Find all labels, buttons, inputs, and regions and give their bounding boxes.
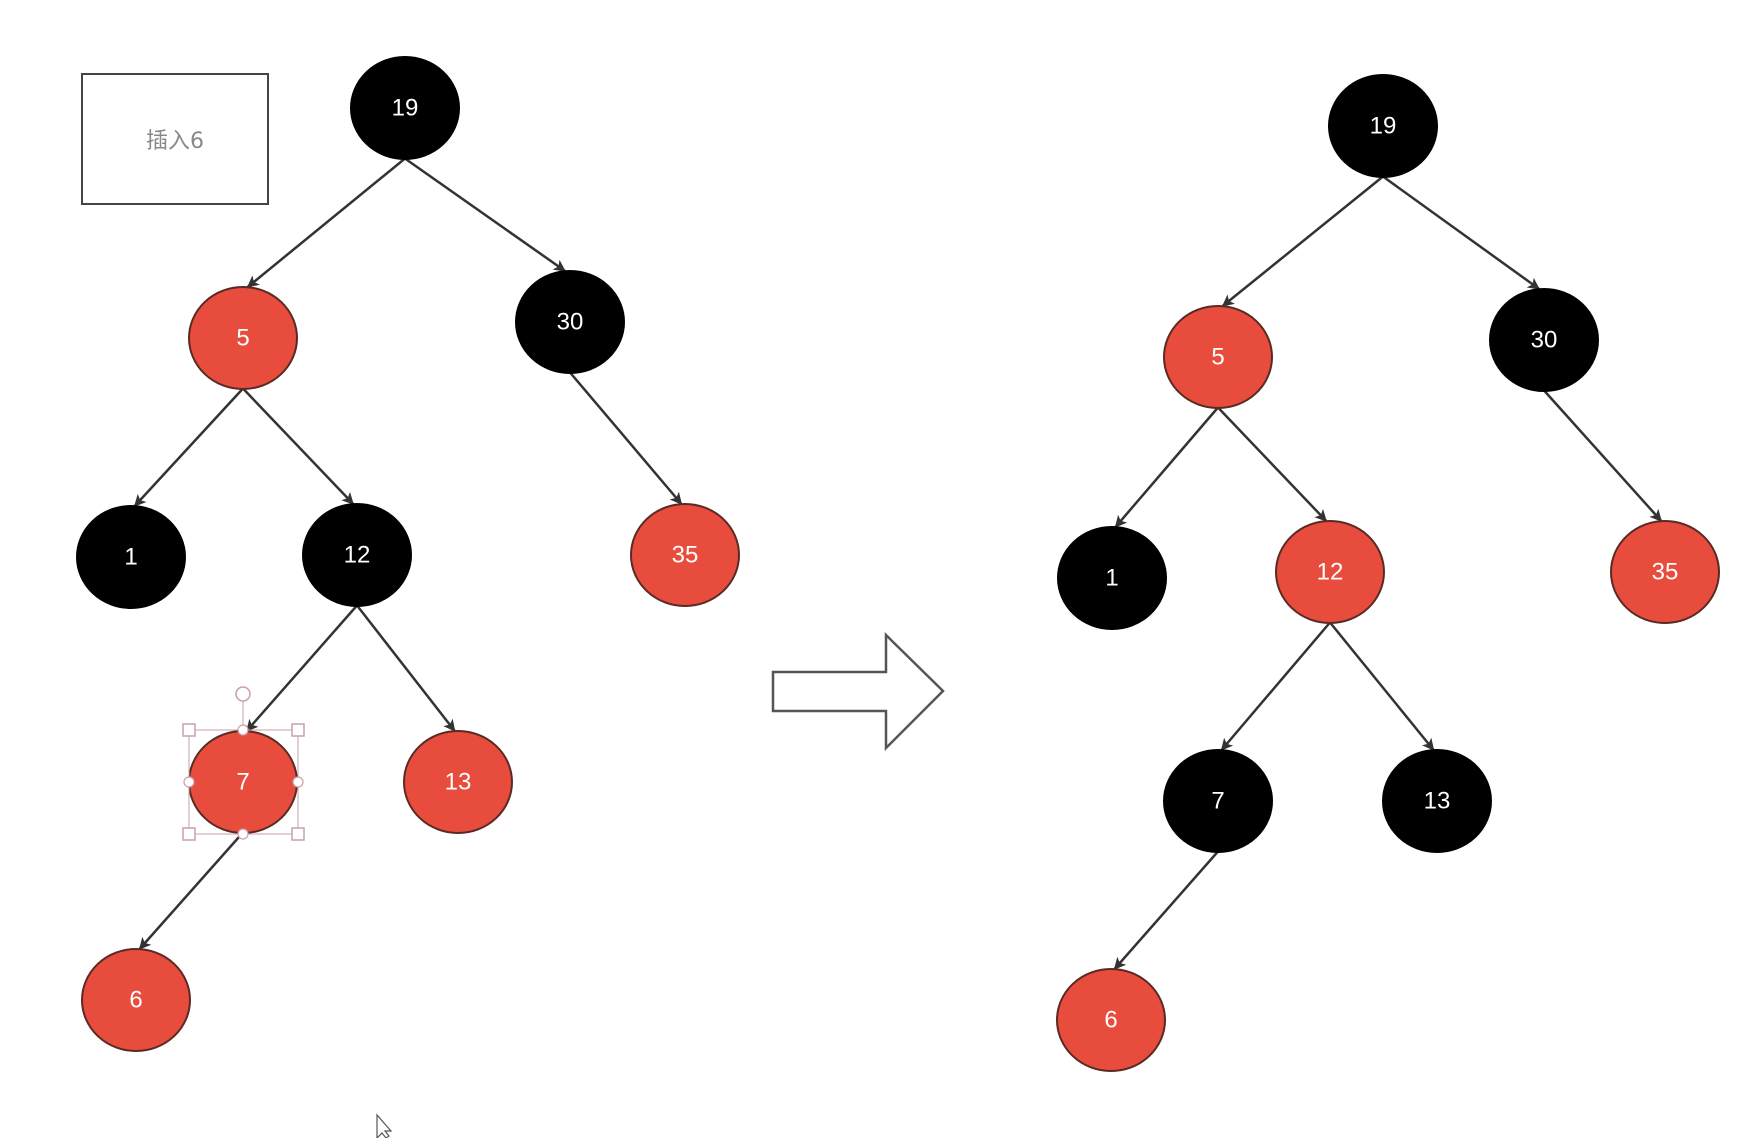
node-value: 5 bbox=[236, 325, 249, 352]
after_tree-node-30[interactable]: 30 bbox=[1489, 288, 1599, 392]
after_tree-node-12[interactable]: 12 bbox=[1275, 520, 1385, 624]
node-circle-red bbox=[1163, 305, 1273, 409]
before_tree-node-1[interactable]: 1 bbox=[76, 505, 186, 609]
node-circle-black bbox=[1382, 749, 1492, 853]
connection-point-top[interactable] bbox=[237, 724, 249, 736]
after_tree-node-7[interactable]: 7 bbox=[1163, 749, 1273, 853]
node-value: 7 bbox=[1211, 788, 1224, 815]
after_tree-edge-a30-a35[interactable] bbox=[1543, 390, 1663, 522]
before_tree-edge-b12-b13[interactable] bbox=[356, 605, 456, 732]
before_tree-edge-b19-b30[interactable] bbox=[404, 157, 566, 273]
node-value: 6 bbox=[1104, 1007, 1117, 1034]
insert-label-text: 插入6 bbox=[146, 129, 204, 154]
node-value: 1 bbox=[1105, 565, 1118, 592]
node-value: 35 bbox=[672, 542, 699, 569]
before_tree-node-7[interactable]: 7 bbox=[188, 730, 298, 834]
resize-handle-bottom-right[interactable] bbox=[291, 827, 305, 841]
node-circle-red bbox=[81, 948, 191, 1052]
after_tree-edge-a7-a6[interactable] bbox=[1113, 851, 1219, 970]
edges-layer bbox=[133, 157, 1663, 970]
right-arrow-icon bbox=[771, 632, 945, 752]
node-value: 12 bbox=[344, 542, 371, 569]
node-value: 12 bbox=[1317, 559, 1344, 586]
node-circle-red bbox=[1275, 520, 1385, 624]
after_tree-edge-a5-a1[interactable] bbox=[1114, 407, 1219, 528]
node-value: 13 bbox=[1424, 788, 1451, 815]
node-circle-red bbox=[188, 286, 298, 390]
node-value: 5 bbox=[1211, 344, 1224, 371]
node-circle-black bbox=[302, 503, 412, 607]
node-circle-red bbox=[403, 730, 513, 834]
insert-label-box[interactable]: 插入6 bbox=[81, 73, 269, 205]
mouse-pointer-icon bbox=[376, 1113, 393, 1138]
after_tree-node-6[interactable]: 6 bbox=[1056, 968, 1166, 1072]
before_tree-edge-b12-b7[interactable] bbox=[245, 605, 358, 732]
selection-handles[interactable] bbox=[182, 686, 305, 841]
connection-point-left[interactable] bbox=[183, 776, 195, 788]
node-value: 13 bbox=[445, 769, 472, 796]
node-circle-black bbox=[1489, 288, 1599, 392]
after_tree-edge-a19-a5[interactable] bbox=[1221, 176, 1384, 307]
resize-handle-top-right[interactable] bbox=[291, 723, 305, 737]
before_tree-edge-b19-b5[interactable] bbox=[246, 158, 406, 288]
node-value: 35 bbox=[1652, 559, 1679, 586]
before_tree-node-35[interactable]: 35 bbox=[630, 503, 740, 607]
after_tree-node-5[interactable]: 5 bbox=[1163, 305, 1273, 409]
resize-handle-top-left[interactable] bbox=[182, 723, 196, 737]
after_tree-node-1[interactable]: 1 bbox=[1057, 526, 1167, 630]
before_tree-edge-b30-b35[interactable] bbox=[569, 372, 683, 505]
node-circle-black bbox=[1328, 74, 1438, 178]
before_tree-edge-b7-b6[interactable] bbox=[138, 832, 244, 950]
after_tree-node-13[interactable]: 13 bbox=[1382, 749, 1492, 853]
before_tree-node-19[interactable]: 19 bbox=[350, 56, 460, 160]
node-value: 30 bbox=[1531, 327, 1558, 354]
after_tree-node-19[interactable]: 19 bbox=[1328, 74, 1438, 178]
after_tree-edge-a5-a12[interactable] bbox=[1217, 407, 1328, 522]
nodes-layer: 19 5 30 1 12 35 7 13 6 19 5 30 1 12 35 7 13 6 bbox=[76, 56, 1720, 1072]
node-circle-black bbox=[515, 270, 625, 374]
node-value: 30 bbox=[557, 309, 584, 336]
node-circle-red bbox=[1610, 520, 1720, 624]
node-value: 7 bbox=[236, 769, 249, 796]
before_tree-node-5[interactable]: 5 bbox=[188, 286, 298, 390]
node-value: 6 bbox=[129, 987, 142, 1014]
before_tree-node-6[interactable]: 6 bbox=[81, 948, 191, 1052]
node-value: 1 bbox=[124, 544, 137, 571]
node-circle-black bbox=[1163, 749, 1273, 853]
node-circle-black bbox=[350, 56, 460, 160]
rotate-handle[interactable] bbox=[235, 686, 251, 702]
before_tree-node-12[interactable]: 12 bbox=[302, 503, 412, 607]
before_tree-edge-b5-b12[interactable] bbox=[242, 388, 355, 505]
node-circle-black bbox=[1057, 526, 1167, 630]
node-circle-black bbox=[76, 505, 186, 609]
after_tree-edge-a12-a13[interactable] bbox=[1329, 622, 1435, 751]
connection-point-right[interactable] bbox=[292, 776, 304, 788]
before_tree-node-13[interactable]: 13 bbox=[403, 730, 513, 834]
node-value: 19 bbox=[1370, 113, 1397, 140]
before_tree-node-30[interactable]: 30 bbox=[515, 270, 625, 374]
node-circle-red bbox=[630, 503, 740, 607]
after_tree-edge-a12-a7[interactable] bbox=[1220, 622, 1331, 751]
after_tree-node-35[interactable]: 35 bbox=[1610, 520, 1720, 624]
resize-handle-bottom-left[interactable] bbox=[182, 827, 196, 841]
node-circle-red bbox=[1056, 968, 1166, 1072]
after_tree-edge-a19-a30[interactable] bbox=[1382, 175, 1540, 291]
node-value: 19 bbox=[392, 95, 419, 122]
before_tree-edge-b5-b1[interactable] bbox=[133, 388, 244, 507]
connection-point-bottom[interactable] bbox=[237, 828, 249, 840]
